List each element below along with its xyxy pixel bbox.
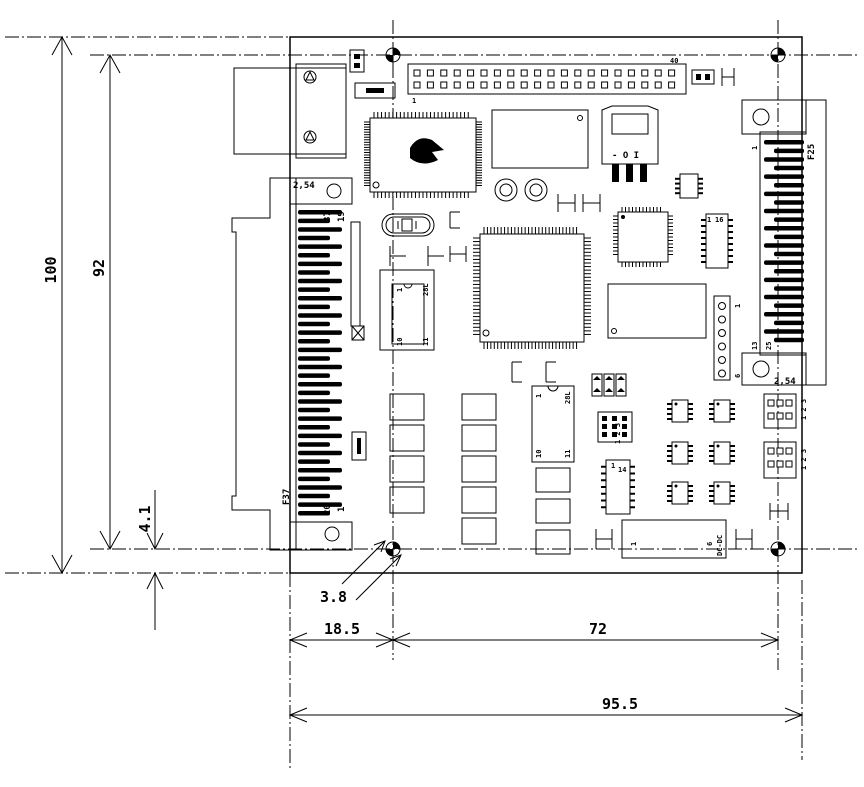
dcdc-label: DC-DC bbox=[716, 535, 724, 556]
leds bbox=[591, 373, 627, 397]
left-strip bbox=[350, 221, 365, 341]
mounting-hole-bottom-left bbox=[385, 541, 401, 557]
mounting-holes bbox=[385, 46, 786, 557]
qfp-main-chip bbox=[364, 112, 482, 198]
pin-13-right: 13 bbox=[751, 342, 759, 350]
soic8-grid bbox=[667, 399, 735, 505]
dim-18-5-label: 18.5 bbox=[324, 620, 360, 638]
dimension-18-5: 18.5 bbox=[288, 620, 395, 648]
ic28-pin-11: 11 bbox=[422, 338, 430, 346]
dim-4-1-label: 4.1 bbox=[136, 505, 154, 532]
header-pin-40: 40 bbox=[670, 57, 678, 65]
side-header-pin-6: 6 bbox=[734, 374, 742, 378]
connector-left-label: F37 bbox=[282, 489, 292, 505]
ic28-pin-10: 10 bbox=[396, 338, 404, 346]
smd-pads-mid bbox=[461, 393, 497, 545]
dsub37-pins bbox=[298, 210, 342, 516]
crystal bbox=[381, 213, 435, 237]
dcdc-pin-1: 1 bbox=[630, 542, 638, 546]
qfp-fpga bbox=[473, 227, 591, 349]
dim-92-label: 92 bbox=[90, 259, 108, 277]
pitch-right: 2,54 bbox=[774, 377, 796, 387]
pin-25-right: 25 bbox=[765, 342, 773, 350]
side-header-pin-1: 1 bbox=[734, 304, 742, 308]
soic16: 1 16 bbox=[701, 213, 733, 269]
ic16-pin-1: 1 bbox=[707, 216, 711, 224]
dimension-92: 92 bbox=[90, 53, 121, 551]
dim-72-label: 72 bbox=[589, 620, 607, 638]
mounting-hole-bottom-right bbox=[770, 541, 786, 557]
dsub25-connector: 2,54 F25 1 13 25 bbox=[741, 99, 827, 387]
qfp-small bbox=[613, 207, 673, 267]
dsub37-connector: 2,54 F37 37 19 20 1 bbox=[231, 177, 353, 551]
dim-100-label: 100 bbox=[42, 256, 60, 283]
pin-37: 37 bbox=[323, 211, 333, 222]
dimension-100: 100 bbox=[42, 35, 73, 575]
pin-19: 19 bbox=[337, 211, 347, 222]
jumper-blocks-right: 1 2 3 1 2 3 bbox=[763, 393, 808, 479]
fuse-small bbox=[351, 431, 367, 461]
jumper-top-right bbox=[691, 69, 715, 85]
dimension-4-1: 4.1 bbox=[136, 490, 164, 630]
ic28b-label: 28L bbox=[564, 391, 572, 404]
dimension-3-8: 3.8 bbox=[320, 540, 402, 606]
smd-pads-left bbox=[389, 393, 425, 514]
jumper-right-numbers-top: 1 2 3 bbox=[800, 399, 808, 420]
jumper-top-left bbox=[349, 49, 365, 73]
soic8-top bbox=[675, 173, 703, 199]
dc-dc-converter: 1 6 DC-DC bbox=[621, 519, 727, 559]
dimension-95-5: 95.5 bbox=[288, 695, 804, 723]
pin-1-left: 1 bbox=[337, 507, 347, 512]
ic14-pin-14: 14 bbox=[618, 466, 626, 474]
rj-connector bbox=[233, 63, 347, 159]
ic28b-pin-1: 1 bbox=[535, 394, 543, 398]
module-b bbox=[607, 283, 707, 339]
pitch-left: 2,54 bbox=[293, 181, 315, 191]
dcdc-pin-6: 6 bbox=[706, 542, 714, 546]
smd-caps bbox=[389, 194, 789, 549]
module-a bbox=[491, 109, 589, 169]
ic14-pin-1: 1 bbox=[611, 462, 615, 470]
jumpers-center: 1 2 3 bbox=[597, 411, 633, 444]
ic28b-pin-10: 10 bbox=[535, 450, 543, 458]
pin-1-right: 1 bbox=[751, 146, 759, 150]
dim-3-8-label: 3.8 bbox=[320, 588, 347, 606]
header-pin-1: 1 bbox=[412, 97, 416, 105]
ic-28l-left: 1 28L 10 11 bbox=[379, 269, 435, 351]
jumper-right-numbers-bottom: 1 2 3 bbox=[800, 449, 808, 470]
ic28-label: 28L bbox=[422, 283, 430, 296]
ic28b-pin-11: 11 bbox=[564, 450, 572, 458]
soic14: 1 14 bbox=[601, 459, 635, 515]
smd-pads-right bbox=[535, 467, 571, 555]
connector-right-label: F25 bbox=[807, 144, 817, 160]
voltage-regulator: - O I bbox=[601, 105, 659, 182]
dsub25-pins bbox=[764, 140, 804, 343]
mounting-hole-top-right bbox=[770, 47, 786, 63]
side-header-6pin: 1 6 bbox=[713, 295, 742, 381]
fuse bbox=[354, 82, 396, 99]
jumper-center-numbers: 1 2 3 bbox=[614, 423, 622, 444]
ic-28l-center: 1 28L 10 11 bbox=[531, 385, 575, 463]
ic28-pin-1: 1 bbox=[396, 288, 404, 292]
regulator-label: - O I bbox=[612, 151, 639, 161]
pin-20: 20 bbox=[323, 504, 333, 515]
ic16-pin-16: 16 bbox=[715, 216, 723, 224]
dimension-72: 72 bbox=[391, 620, 780, 648]
capacitors-round bbox=[494, 178, 548, 202]
mounting-hole-top-left bbox=[385, 46, 401, 64]
header-40pin: 1 40 bbox=[407, 57, 687, 105]
dim-95-5-label: 95.5 bbox=[602, 695, 638, 713]
